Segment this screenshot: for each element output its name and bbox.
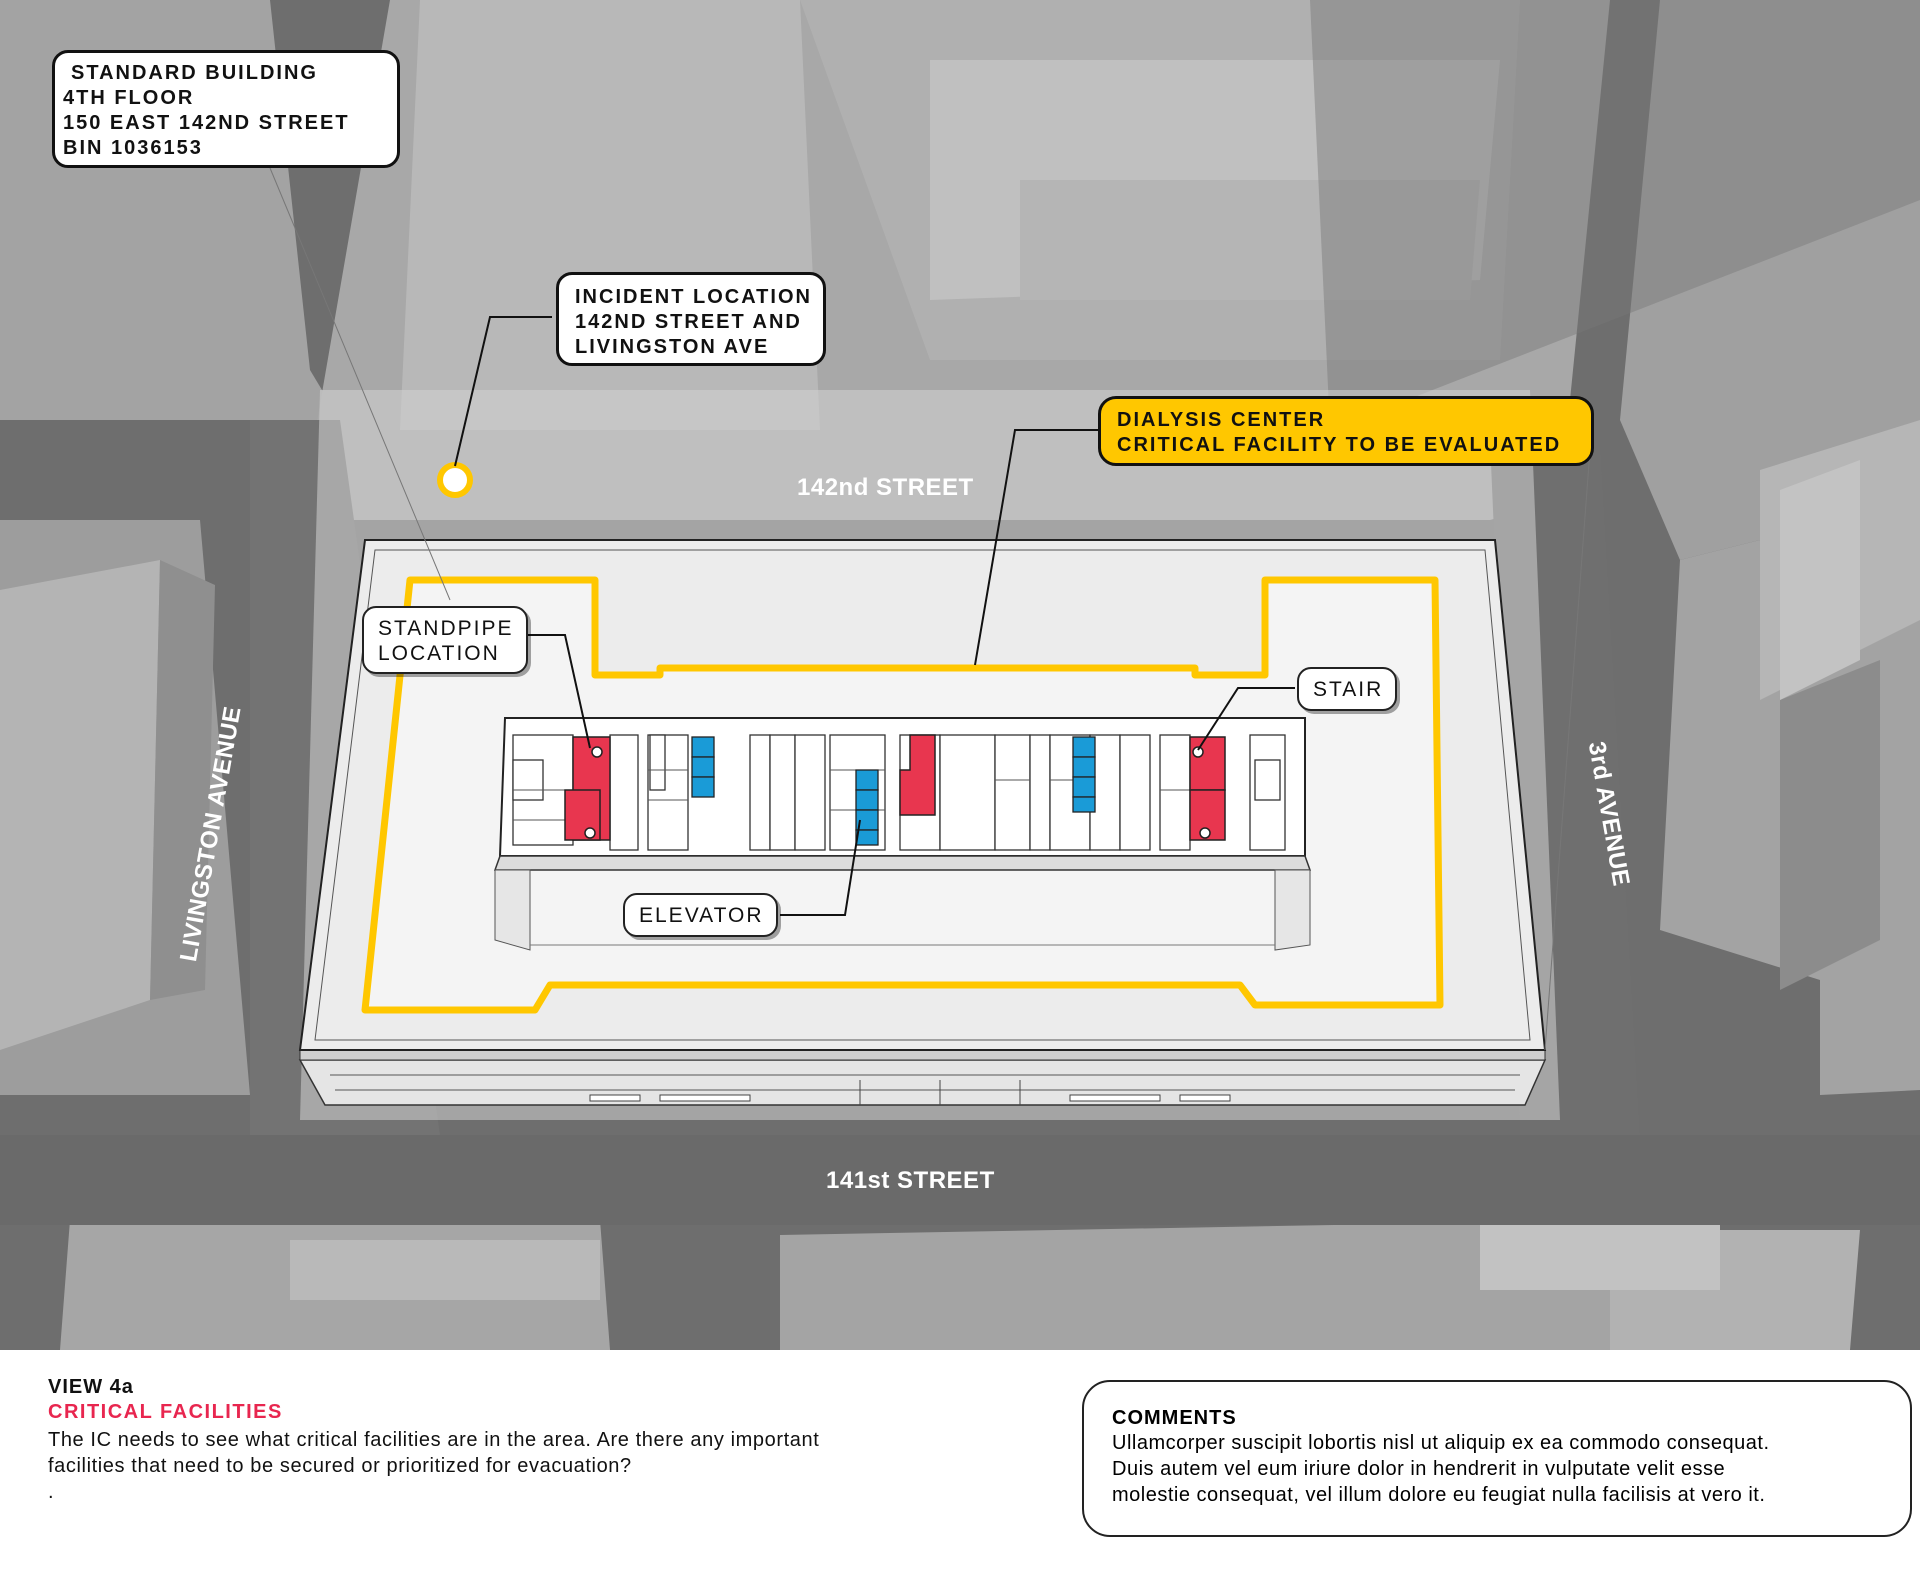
dialysis-center-label: DIALYSIS CENTER CRITICAL FACILITY TO BE …	[1098, 396, 1594, 466]
standpipe-line: LOCATION	[378, 642, 500, 665]
incident-location-label: INCIDENT LOCATION 142ND STREET AND LIVIN…	[556, 272, 826, 366]
comments-title: COMMENTS	[1112, 1407, 1237, 1429]
street-label-north: 142nd STREET	[797, 474, 974, 501]
building-info-line: STANDARD BUILDING	[71, 62, 318, 84]
view-title: VIEW 4a	[48, 1376, 134, 1398]
comments-box: COMMENTS Ullamcorper suscipit lobortis n…	[1082, 1380, 1912, 1537]
description-line: .	[48, 1481, 55, 1503]
stair-label: STAIR	[1297, 667, 1397, 711]
description-line: facilities that need to be secured or pr…	[48, 1455, 632, 1477]
comments-line: molestie consequat, vel illum dolore eu …	[1112, 1484, 1766, 1506]
view-description: VIEW 4a CRITICAL FACILITIES The IC needs…	[48, 1375, 1048, 1505]
elevator-markers	[691, 736, 1096, 846]
dialysis-line: CRITICAL FACILITY TO BE EVALUATED	[1117, 434, 1562, 456]
standpipe-label: STANDPIPE LOCATION	[362, 606, 528, 674]
incident-marker	[437, 462, 473, 498]
building-info-line: 150 EAST 142ND STREET	[63, 112, 350, 134]
stair-label-text: STAIR	[1313, 678, 1384, 701]
incident-line: LIVINGSTON AVE	[575, 336, 770, 358]
description-text: The IC needs to see what critical facili…	[48, 1427, 1048, 1505]
comments-line: Ullamcorper suscipit lobortis nisl ut al…	[1112, 1432, 1770, 1454]
core-block	[493, 717, 1312, 951]
section-title: CRITICAL FACILITIES	[48, 1401, 283, 1423]
street-label-south: 141st STREET	[826, 1167, 995, 1194]
leader-lines	[269, 167, 1591, 1051]
standpipe-line: STANDPIPE	[378, 617, 514, 640]
elevator-label: ELEVATOR	[623, 893, 778, 937]
description-line: The IC needs to see what critical facili…	[48, 1429, 820, 1451]
comments-text: Ullamcorper suscipit lobortis nisl ut al…	[1112, 1430, 1882, 1508]
comments-line: Duis autem vel eum iriure dolor in hendr…	[1112, 1458, 1726, 1480]
building-info-label: STANDARD BUILDING 4TH FLOOR 150 EAST 142…	[52, 50, 400, 168]
dialysis-line: DIALYSIS CENTER	[1117, 409, 1326, 431]
building-site-diagram	[0, 0, 1920, 1350]
elevator-label-text: ELEVATOR	[639, 904, 764, 927]
incident-line: INCIDENT LOCATION	[575, 286, 812, 308]
incident-line: 142ND STREET AND	[575, 311, 802, 333]
building-info-line: 4TH FLOOR	[63, 87, 195, 109]
building-info-line: BIN 1036153	[63, 137, 203, 159]
